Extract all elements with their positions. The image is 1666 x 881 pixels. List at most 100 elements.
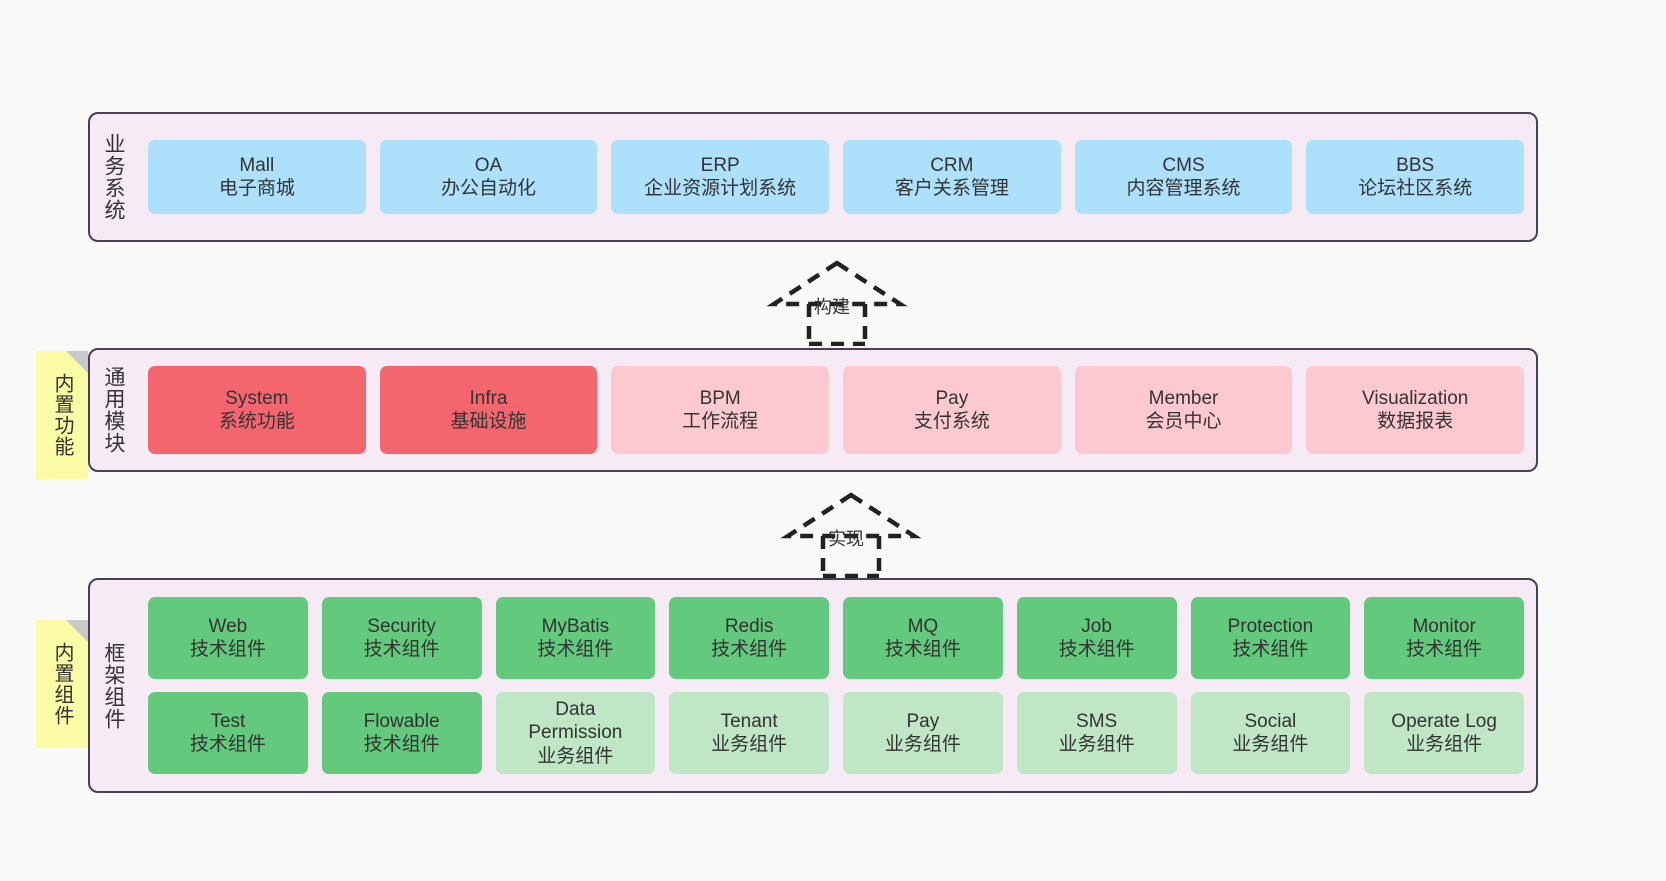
card-title: Pay: [906, 710, 940, 732]
card-subtitle: 数据报表: [1377, 411, 1454, 432]
card-title: Job: [1081, 615, 1112, 637]
card-title: BPM: [699, 387, 741, 409]
card-subtitle: 系统功能: [218, 411, 295, 432]
card-subtitle: 技术组件: [363, 734, 440, 755]
connector-build-label: 构建: [814, 297, 850, 317]
card-subtitle: 电子商城: [218, 178, 295, 199]
card-subtitle: 技术组件: [1058, 639, 1135, 660]
card-title: Operate Log: [1391, 710, 1497, 732]
card-title: CMS: [1162, 154, 1205, 176]
card-title: Member: [1148, 387, 1219, 409]
card-subtitle: 客户关系管理: [894, 178, 1009, 199]
card-mq[interactable]: MQ 技术组件: [843, 597, 1003, 679]
card-subtitle: 技术组件: [1232, 639, 1309, 660]
card-protection[interactable]: Protection 技术组件: [1190, 597, 1351, 679]
card-bpm[interactable]: BPM 工作流程: [611, 366, 830, 454]
card-subtitle: 业务组件: [711, 734, 788, 755]
card-title: Test: [210, 710, 246, 732]
connector-build: 构建: [752, 258, 922, 347]
card-crm[interactable]: CRM 客户关系管理: [843, 140, 1061, 214]
card-title: Monitor: [1412, 615, 1476, 637]
card-subtitle: 支付系统: [913, 411, 990, 432]
card-security[interactable]: Security 技术组件: [321, 597, 482, 679]
card-title: OA: [474, 154, 503, 176]
connector-implement: 实现: [766, 490, 936, 579]
card-infra[interactable]: Infra 基础设施: [379, 366, 598, 454]
card-subtitle: 技术组件: [537, 639, 614, 660]
card-pay-component[interactable]: Pay 业务组件: [843, 692, 1003, 774]
card-subtitle: 业务组件: [537, 745, 614, 767]
card-visualization[interactable]: Visualization 数据报表: [1306, 366, 1525, 454]
card-oa[interactable]: OA 办公自动化: [379, 140, 598, 214]
card-subtitle: 技术组件: [884, 639, 961, 660]
layer-framework-component: 框架组件 Web 技术组件 Security 技术组件 MyBatis 技术组件…: [88, 578, 1538, 793]
layer-title-common: 通用模块: [102, 366, 126, 454]
layer-title-business: 业务系统: [102, 133, 126, 221]
card-monitor[interactable]: Monitor 技术组件: [1364, 597, 1524, 679]
layer-common-module: 通用模块 System 系统功能 Infra 基础设施 BPM 工作流程 Pay…: [88, 348, 1538, 472]
card-tenant[interactable]: Tenant 业务组件: [669, 692, 829, 774]
connector-build-arrow-icon: [766, 260, 908, 347]
card-subtitle: 业务组件: [1406, 734, 1483, 755]
card-title: System: [225, 387, 289, 409]
connector-implement-arrow-icon: [780, 492, 922, 579]
card-title: Visualization: [1362, 387, 1469, 409]
card-pay-module[interactable]: Pay 支付系统: [843, 366, 1061, 454]
card-test[interactable]: Test 技术组件: [148, 692, 308, 774]
card-title: Flowable: [363, 710, 440, 732]
sticky-fold-corner-icon: [66, 351, 88, 373]
sticky-note-builtin-component: 内置组件: [36, 620, 88, 748]
card-subtitle: 技术组件: [363, 639, 440, 660]
card-subtitle: 技术组件: [189, 734, 266, 755]
card-subtitle: 基础设施: [450, 411, 527, 432]
card-mybatis[interactable]: MyBatis 技术组件: [495, 597, 656, 679]
layer-title-framework: 框架组件: [102, 641, 126, 730]
card-title: MyBatis: [541, 615, 610, 637]
card-sms[interactable]: SMS 业务组件: [1016, 692, 1177, 774]
card-title: BBS: [1396, 154, 1435, 176]
card-subtitle: 技术组件: [189, 639, 266, 660]
sticky-note-builtin-function: 内置功能: [36, 351, 88, 479]
card-system[interactable]: System 系统功能: [148, 366, 366, 454]
card-title: ERP: [700, 154, 740, 176]
card-job[interactable]: Job 技术组件: [1016, 597, 1177, 679]
card-title: MQ: [907, 615, 939, 637]
card-title: Protection: [1227, 615, 1314, 637]
card-subtitle: 论坛社区系统: [1358, 178, 1473, 199]
framework-row-technical: Web 技术组件 Security 技术组件 MyBatis 技术组件 Redi…: [148, 597, 1524, 679]
card-title: Tenant: [720, 710, 778, 732]
sticky-note-label: 内置功能: [51, 373, 73, 457]
card-operate-log[interactable]: Operate Log 业务组件: [1364, 692, 1524, 774]
card-erp[interactable]: ERP 企业资源计划系统: [611, 140, 830, 214]
card-title: Social: [1244, 710, 1297, 732]
card-title: Infra: [469, 387, 508, 409]
card-title: Pay: [935, 387, 969, 409]
sticky-note-label: 内置组件: [51, 642, 73, 726]
card-subtitle: 业务组件: [1232, 734, 1309, 755]
card-subtitle: 业务组件: [1058, 734, 1135, 755]
card-subtitle: 业务组件: [884, 734, 961, 755]
card-redis[interactable]: Redis 技术组件: [669, 597, 829, 679]
card-bbs[interactable]: BBS 论坛社区系统: [1306, 140, 1525, 214]
card-subtitle: 技术组件: [1406, 639, 1483, 660]
card-web[interactable]: Web 技术组件: [148, 597, 308, 679]
layer-body-common: System 系统功能 Infra 基础设施 BPM 工作流程 Pay 支付系统…: [136, 350, 1536, 470]
card-subtitle: 技术组件: [711, 639, 788, 660]
card-title: Mall: [239, 154, 275, 176]
card-title: Redis: [724, 615, 774, 637]
card-social[interactable]: Social 业务组件: [1190, 692, 1351, 774]
card-member[interactable]: Member 会员中心: [1074, 366, 1293, 454]
card-cms[interactable]: CMS 内容管理系统: [1074, 140, 1293, 214]
card-title: SMS: [1076, 710, 1118, 732]
connector-implement-label: 实现: [828, 529, 864, 549]
card-data-permission[interactable]: Data Permission 业务组件: [495, 692, 656, 774]
card-title: Data Permission: [528, 699, 623, 744]
card-subtitle: 办公自动化: [441, 178, 537, 199]
sticky-fold-corner-icon: [66, 620, 88, 642]
card-flowable[interactable]: Flowable 技术组件: [321, 692, 482, 774]
layer-business-system: 业务系统 Mall 电子商城 OA 办公自动化 ERP 企业资源计划系统 CRM…: [88, 112, 1538, 242]
layer-body-business: Mall 电子商城 OA 办公自动化 ERP 企业资源计划系统 CRM 客户关系…: [136, 114, 1536, 240]
framework-row-business: Test 技术组件 Flowable 技术组件 Data Permission …: [148, 692, 1524, 774]
card-mall[interactable]: Mall 电子商城: [148, 140, 366, 214]
card-title: Web: [208, 615, 248, 637]
